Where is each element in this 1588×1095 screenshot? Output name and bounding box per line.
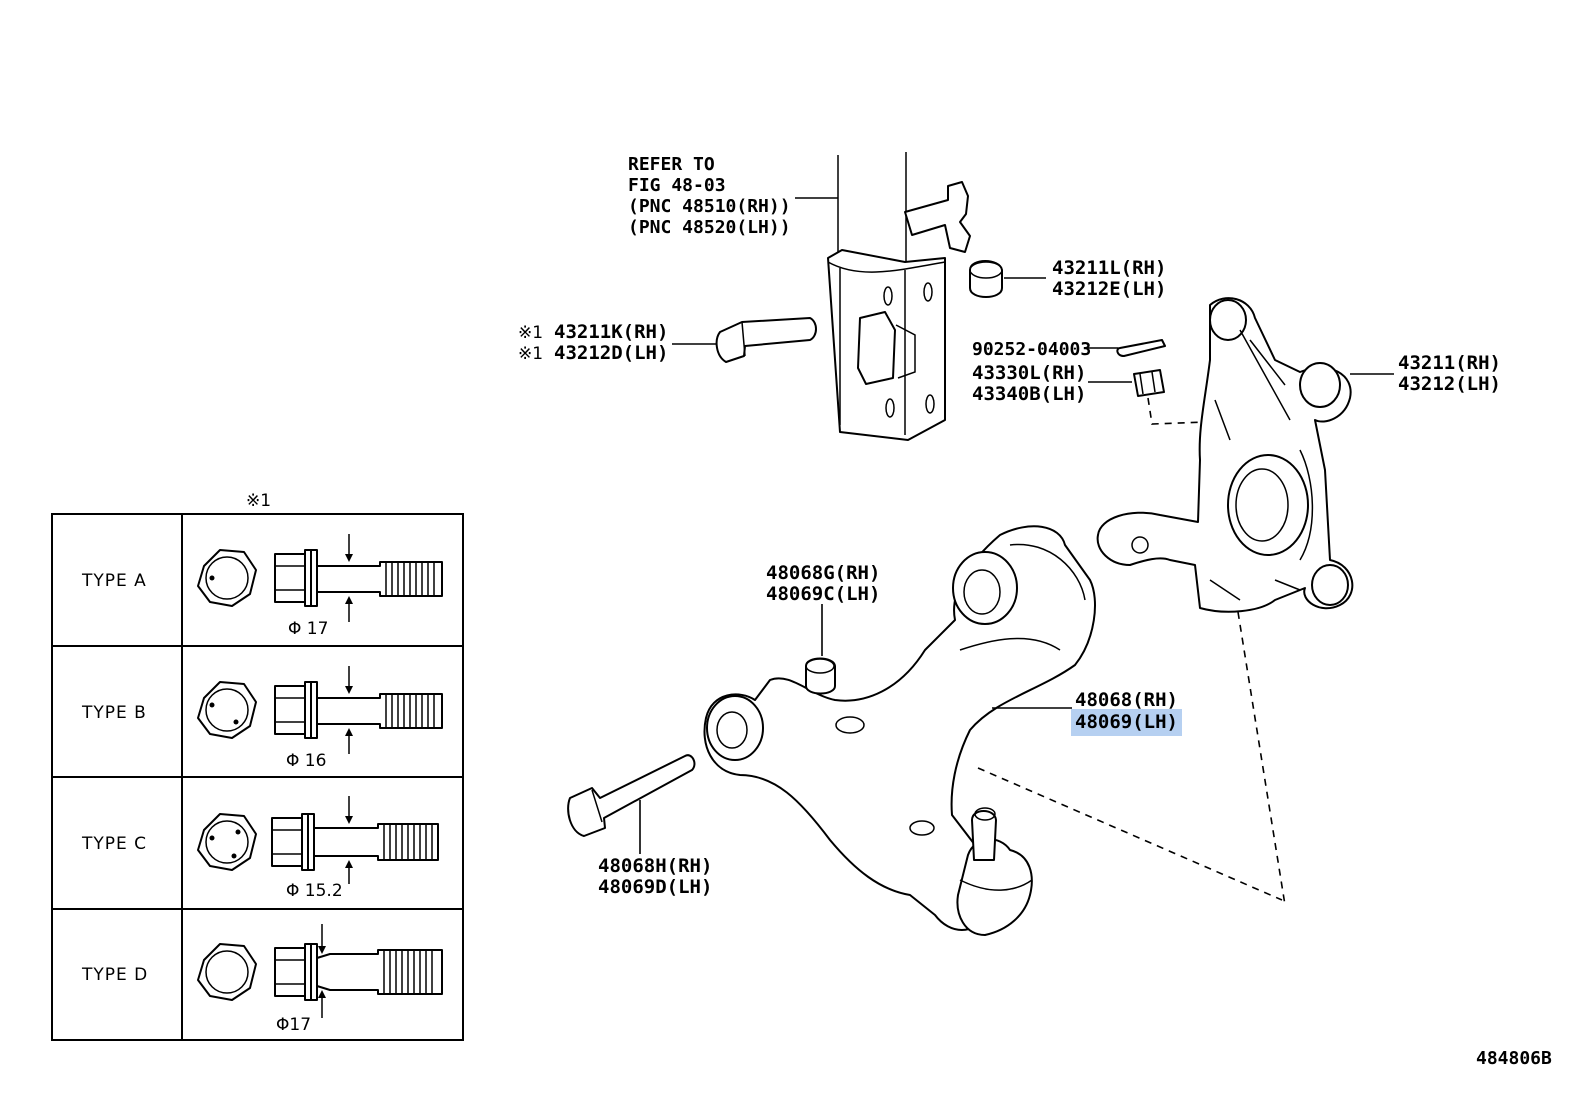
refer-line-4: (PNC 48520(LH)) xyxy=(628,217,791,238)
part-label-43212[interactable]: 43212(LH) xyxy=(1398,373,1501,395)
part-label-43212D[interactable]: 43212D(LH) xyxy=(554,342,668,364)
part-label-48068G[interactable]: 48068G(RH) xyxy=(766,562,880,584)
type-c-bolt-drawing xyxy=(197,796,439,884)
part-label-90252[interactable]: 90252-04003 xyxy=(972,339,1091,360)
dust-cap xyxy=(969,260,1003,298)
cotter-pin xyxy=(1116,339,1166,357)
castle-nut xyxy=(1133,369,1165,397)
bolt-rh-mark: ※1 xyxy=(518,323,543,343)
type-c-label: TYPE C xyxy=(81,834,147,854)
table-row: TYPE D Φ17 xyxy=(81,965,311,1035)
table-row: TYPE C Φ 15.2 xyxy=(81,834,343,901)
bolt-types-table xyxy=(51,513,464,1041)
type-d-bolt-drawing xyxy=(197,924,443,1018)
type-b-label: TYPE B xyxy=(81,703,147,723)
part-label-43211L[interactable]: 43211L(RH) xyxy=(1052,257,1166,279)
refer-line-1: REFER TO xyxy=(628,154,715,175)
part-label-43211K[interactable]: 43211K(RH) xyxy=(554,321,668,343)
part-label-43340B[interactable]: 43340B(LH) xyxy=(972,383,1086,405)
bolt-lh-mark: ※1 xyxy=(518,344,543,364)
part-label-43330L[interactable]: 43330L(RH) xyxy=(972,362,1086,384)
type-b-bolt-drawing xyxy=(197,666,443,754)
table-row: TYPE B Φ 16 xyxy=(81,703,326,771)
part-label-48069[interactable]: 48069(LH) xyxy=(1075,711,1178,733)
type-a-bolt-drawing xyxy=(197,534,443,622)
arm-bushing xyxy=(805,657,836,695)
knuckle-bolt xyxy=(715,317,817,363)
part-label-43212E[interactable]: 43212E(LH) xyxy=(1052,278,1166,300)
type-d-label: TYPE D xyxy=(81,965,148,985)
part-label-48069D[interactable]: 48069D(LH) xyxy=(598,876,712,898)
part-label-48069C[interactable]: 48069C(LH) xyxy=(766,583,880,605)
steering-knuckle xyxy=(1096,297,1354,613)
part-label-43211[interactable]: 43211(RH) xyxy=(1398,352,1501,374)
shock-absorber xyxy=(827,152,971,441)
selected-part-highlight xyxy=(1071,709,1182,736)
table-mark: ※1 xyxy=(246,491,271,511)
type-c-diameter: Φ 15.2 xyxy=(286,881,343,901)
part-label-48068H[interactable]: 48068H(RH) xyxy=(598,855,712,877)
table-row: TYPE A Φ 17 xyxy=(81,571,328,639)
label-refer: REFER TO FIG 48-03 (PNC 48510(RH)) (PNC … xyxy=(628,154,791,238)
figure-id: 484806B xyxy=(1476,1048,1552,1069)
type-b-diameter: Φ 16 xyxy=(286,751,326,771)
refer-line-2: FIG 48-03 xyxy=(628,175,726,196)
arm-bolt xyxy=(567,754,696,837)
type-d-diameter: Φ17 xyxy=(276,1015,311,1035)
refer-line-3: (PNC 48510(RH)) xyxy=(628,196,791,217)
type-a-diameter: Φ 17 xyxy=(288,619,328,639)
part-label-48068[interactable]: 48068(RH) xyxy=(1075,689,1178,711)
type-a-label: TYPE A xyxy=(81,571,147,591)
lower-control-arm xyxy=(703,525,1096,936)
